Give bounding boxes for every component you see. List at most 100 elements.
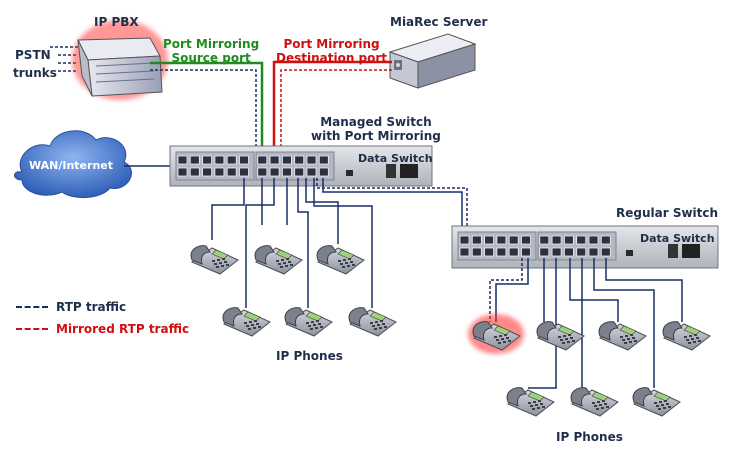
- switch-port: [294, 155, 305, 165]
- switch-port: [508, 247, 519, 257]
- switch-port: [294, 167, 305, 177]
- mirrored-phone-link-solid: [495, 258, 529, 322]
- switch-port: [459, 235, 470, 245]
- phone-icon: [662, 321, 711, 351]
- ip-phones-left-label: IP Phones: [276, 349, 343, 363]
- managed-switch-data-label: Data Switch: [358, 152, 433, 165]
- managed-switch-line1: Managed Switch: [320, 115, 432, 129]
- switch-port: [257, 167, 268, 177]
- phones-layer: [190, 245, 711, 417]
- pm-destination-line1: Port Mirroring: [283, 37, 380, 51]
- destination-port-link: [272, 60, 392, 160]
- legend-mirrored: Mirrored RTP traffic: [16, 322, 189, 336]
- miarec-server-label: MiaRec Server: [390, 15, 488, 29]
- pstn-label: PSTN: [15, 48, 51, 62]
- phone-links-right: [528, 258, 683, 389]
- regular-switch-label: Regular Switch: [616, 206, 719, 220]
- switch-port: [539, 247, 550, 257]
- switch-port: [521, 247, 531, 257]
- switch-port: [588, 235, 599, 245]
- managed-switch-line2: with Port Mirroring: [311, 129, 441, 143]
- switch-port: [600, 247, 611, 257]
- switch-port: [459, 247, 470, 257]
- switch-port: [471, 247, 482, 257]
- legend-mirrored-label: Mirrored RTP traffic: [56, 322, 190, 336]
- managed-switch-label: Managed Switch with Port Mirroring: [311, 115, 441, 143]
- trunks-label: trunks: [13, 66, 57, 80]
- switch-port: [281, 155, 292, 165]
- legend-rtp: RTP traffic: [16, 300, 126, 314]
- switch-port: [257, 155, 268, 165]
- switch-port: [576, 247, 587, 257]
- switch-icon: [169, 145, 433, 187]
- switch-port: [564, 247, 574, 257]
- pm-source-line1: Port Mirroring: [163, 37, 260, 51]
- switch-port: [484, 235, 495, 245]
- switch-port: [177, 167, 188, 177]
- regular-switch-data-label: Data Switch: [640, 232, 715, 245]
- switch-port: [564, 235, 574, 245]
- ip-phones-right-label: IP Phones: [556, 430, 623, 444]
- switch-port: [189, 167, 200, 177]
- switch-port: [281, 167, 292, 177]
- phone-icon: [284, 307, 333, 337]
- ip-pbx-label: IP PBX: [94, 15, 139, 29]
- switch-port: [318, 167, 329, 177]
- switch-port: [484, 247, 495, 257]
- phone-icon: [190, 245, 239, 275]
- wan-label: WAN/Internet: [29, 159, 113, 172]
- switch-port: [177, 155, 188, 165]
- switch-icon: [451, 225, 719, 269]
- cloud-icon: [14, 130, 132, 198]
- switch-port: [269, 167, 280, 177]
- mirrored-phone-link: [489, 258, 523, 322]
- pm-destination-line2: Destination port: [276, 51, 388, 65]
- source-port-link: [150, 61, 264, 160]
- switch-port: [189, 155, 200, 165]
- pm-source-line2: Source port: [171, 51, 251, 65]
- phone-icon: [632, 387, 681, 417]
- switch-port: [226, 155, 237, 165]
- phone-links-left: [211, 178, 373, 308]
- switch-port: [551, 235, 562, 245]
- phone-icon: [536, 321, 585, 351]
- switch-port: [226, 167, 237, 177]
- switch-port: [588, 247, 599, 257]
- phone-icon: [316, 245, 365, 275]
- switch-port: [471, 235, 482, 245]
- switch-port: [269, 155, 280, 165]
- switch-port: [202, 167, 213, 177]
- phone-icon: [468, 314, 524, 354]
- switch-port: [214, 155, 225, 165]
- pbx-rtp-link: [150, 69, 257, 160]
- legend-mirrored-swatch: [16, 328, 48, 330]
- switch-port: [306, 155, 317, 165]
- switch-port: [202, 155, 213, 165]
- switch-port: [306, 167, 317, 177]
- switch-port: [508, 235, 519, 245]
- switch-port: [551, 247, 562, 257]
- switch-port: [521, 235, 531, 245]
- phone-icon: [598, 321, 647, 351]
- switch-port: [600, 235, 611, 245]
- phone-icon: [254, 245, 303, 275]
- pbx-icon: [72, 20, 168, 100]
- switch-port: [239, 155, 249, 165]
- legend-rtp-label: RTP traffic: [56, 300, 127, 314]
- server-icon: [388, 33, 477, 89]
- legend-rtp-swatch: [16, 306, 48, 308]
- switch-port: [239, 167, 249, 177]
- switch-port: [496, 235, 507, 245]
- switch-port-grid: [177, 155, 329, 177]
- pm-source-label: Port Mirroring Source port: [163, 37, 259, 65]
- pm-destination-label: Port Mirroring Destination port: [276, 37, 387, 65]
- switch-port-grid: [459, 235, 611, 257]
- switch-port: [318, 155, 329, 165]
- phone-icon: [222, 307, 271, 337]
- switch-port: [539, 235, 550, 245]
- uplink-rtp: [316, 178, 468, 232]
- phone-icon: [506, 387, 555, 417]
- switch-port: [214, 167, 225, 177]
- server-mirrored-link: [280, 69, 392, 160]
